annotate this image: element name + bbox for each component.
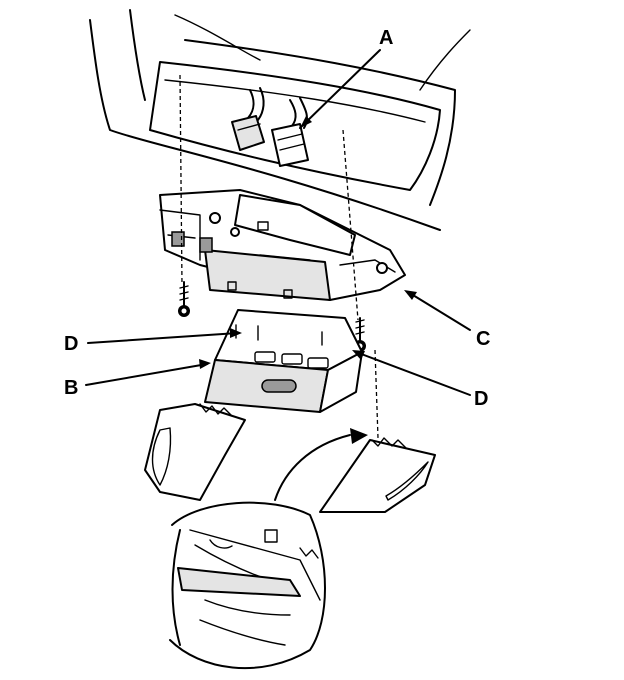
callout-d-right: D [474,388,488,410]
callout-d-left: D [64,333,78,355]
callout-a: A [379,27,393,49]
detail-inset [169,501,326,670]
curved-arrow [274,428,368,501]
connector-left [231,87,265,151]
screw-left [178,74,190,317]
leader-lines [85,49,471,396]
roof-headliner [89,9,471,231]
lens-right [319,349,436,513]
callout-c: C [476,328,490,350]
connector-a [271,97,309,167]
lens-left [144,403,246,501]
console-b [204,309,363,413]
callout-b: B [64,377,78,399]
bracket-c [159,189,406,301]
